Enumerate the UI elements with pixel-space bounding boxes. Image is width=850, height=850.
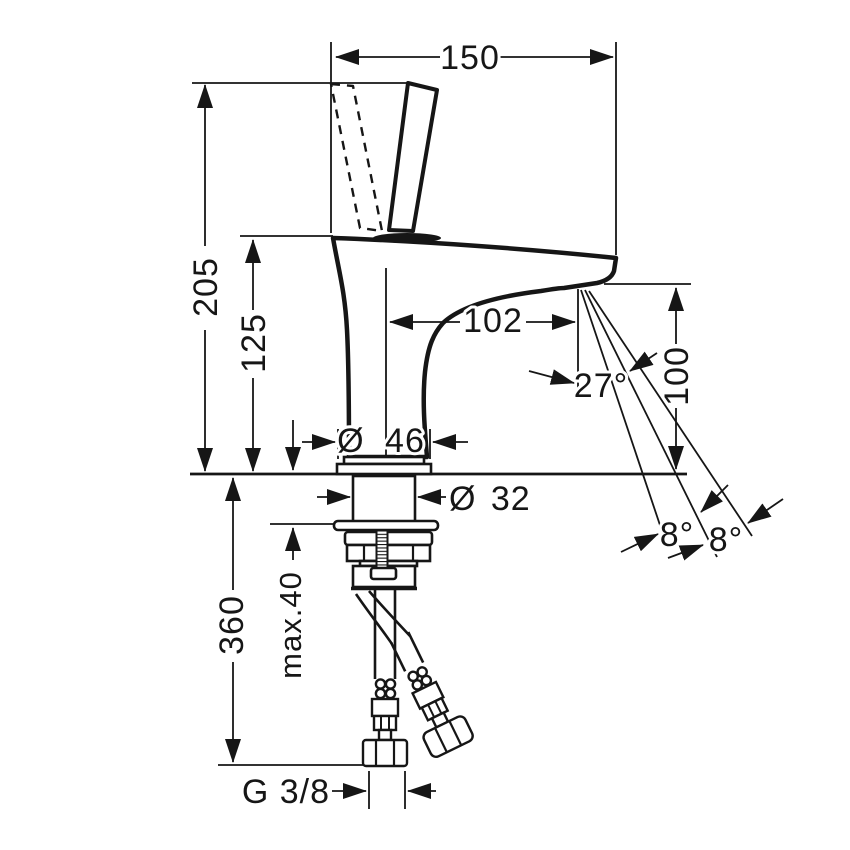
washer [332, 519, 440, 532]
handle-lever [387, 81, 439, 233]
hex-facet-line [434, 727, 448, 753]
hose-angled-end [389, 631, 474, 759]
hose-hex-nut [361, 738, 409, 768]
hose-crimp-sleeve [370, 697, 400, 718]
angle-27-arrow-right [629, 351, 658, 372]
hose-edge [407, 631, 425, 664]
label-base-diameter: Ø 46 [337, 422, 425, 460]
hose-angled-edge [354, 593, 394, 645]
connection-hoses [354, 590, 474, 768]
stream-line-right [588, 290, 753, 537]
label-overall-width: 150 [440, 39, 500, 77]
mounting-assembly [332, 455, 440, 591]
label-connection-thread: G 3/8 [242, 773, 330, 811]
dimension-labels: 150 205 125 102 100 27° Ø 46 Ø 32 8° 8° … [184, 36, 745, 814]
threaded-shank-upper [351, 474, 417, 524]
label-spread-angle-left: 8° [660, 516, 695, 554]
collar-line [434, 700, 443, 715]
base-plate [335, 462, 433, 476]
hose-bead [374, 678, 387, 690]
hose-bead [384, 687, 397, 700]
fixing-stud [375, 529, 389, 571]
hose-bead [374, 687, 387, 700]
dimension-lines [197, 49, 784, 799]
label-body-height: 125 [235, 313, 273, 373]
label-outlet-height: 100 [658, 346, 696, 406]
water-stream-lines [580, 289, 753, 558]
label-stream-angle: 27° [574, 367, 628, 405]
angle-8-right-arrow-a [667, 544, 704, 561]
collar-line [427, 704, 436, 718]
handle-base-joint [373, 233, 441, 243]
faucet-body-outline [330, 235, 619, 460]
angle-8-left-arrow-a [620, 533, 659, 553]
hose-collar [372, 714, 398, 732]
handle-dashed-position [329, 82, 384, 233]
hose-angled-edge [368, 590, 411, 637]
label-overall-height: 205 [187, 257, 225, 317]
label-spout-reach: 102 [463, 302, 523, 340]
hose-edge [389, 642, 407, 672]
label-spread-angle-right: 8° [709, 521, 744, 559]
stream-line-left [580, 289, 668, 547]
hose-vertical-end [361, 678, 409, 768]
hose-bead [384, 678, 397, 690]
hose-hex-nut [422, 715, 474, 759]
label-shank-diameter: Ø 32 [449, 480, 531, 518]
label-hose-length: 360 [213, 595, 251, 655]
hex-facet-line [448, 720, 463, 746]
fixing-stud-head [369, 566, 398, 581]
stream-line-center [584, 289, 718, 558]
angle-8-left-arrow-b [700, 484, 729, 513]
angle-27-arrow-left [528, 369, 575, 385]
angle-8-right-arrow-b [747, 498, 784, 524]
label-max-mounting-thickness: max.40 [273, 571, 308, 679]
reference-lines [192, 42, 691, 809]
hose-neck [377, 728, 393, 742]
